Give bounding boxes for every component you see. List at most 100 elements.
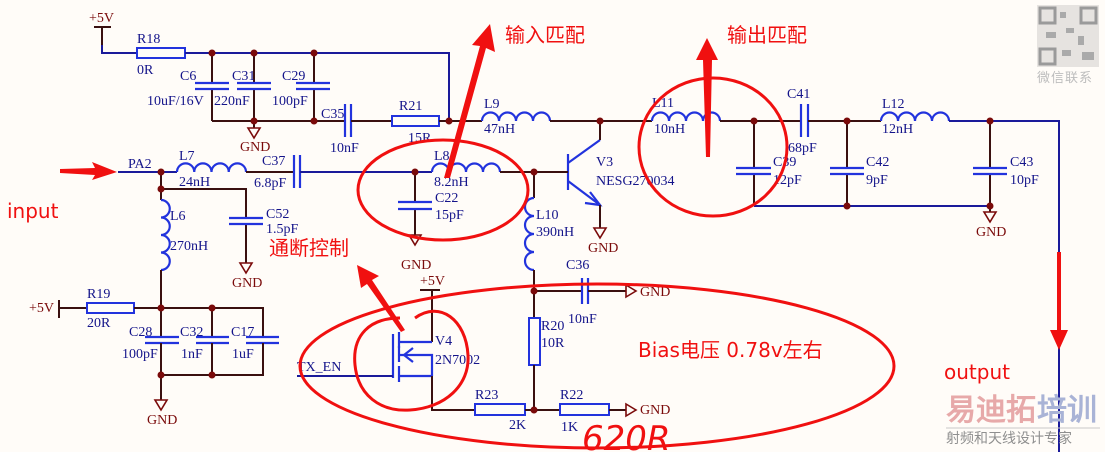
c28-value: 100pF [122, 347, 158, 362]
l7-ref: L7 [179, 149, 195, 164]
l9-ref: L9 [484, 97, 500, 112]
gnd-label: GND [640, 403, 670, 418]
qr-caption: 微信联系 [1037, 71, 1093, 86]
c32-ref: C32 [180, 325, 203, 340]
c36-ref: C36 [566, 258, 589, 273]
c6-ref: C6 [180, 69, 196, 84]
input-match-label: 输入匹配 [505, 23, 585, 47]
r18-value: 0R [137, 63, 154, 78]
inductor-l10 [523, 196, 535, 272]
watermark-brand-a: 易迪拓 [946, 393, 1036, 428]
c17-ref: C17 [231, 325, 254, 340]
vcc-left-label: +5V [29, 301, 54, 316]
c17-value: 1uF [232, 347, 254, 362]
c31-ref: C31 [232, 69, 255, 84]
watermark-tagline: 射频和天线设计专家 [946, 430, 1072, 447]
resistor-r19 [86, 302, 135, 314]
inductor-l12 [879, 111, 951, 122]
c29-ref: C29 [282, 69, 305, 84]
l10-value: 390nH [536, 225, 574, 240]
watermark-brand-b: 培训 [1037, 393, 1097, 428]
v3-value: NESG270034 [596, 174, 675, 189]
r23-value: 2K [509, 418, 526, 433]
l7-value: 24nH [179, 175, 210, 190]
c36-value: 10nF [568, 312, 597, 327]
v3-ref: V3 [596, 155, 613, 170]
v4-ref: V4 [435, 334, 452, 349]
r20-ref: R20 [541, 319, 564, 334]
switch-control-arrow [357, 265, 405, 332]
c22-ref: C22 [435, 191, 458, 206]
pa2-net-label: PA2 [128, 157, 152, 172]
c37-value: 6.8pF [254, 176, 287, 191]
ground-icon [592, 227, 608, 240]
tx-en-net-label: TX_EN [297, 360, 341, 375]
l11-value: 10nH [654, 122, 685, 137]
input-match-arrow [444, 24, 495, 178]
ground-icon [246, 127, 262, 140]
resistor-r20 [528, 317, 541, 366]
vcc-v4-label: +5V [420, 274, 445, 289]
c41-value: 68pF [788, 141, 817, 156]
gnd-label: GND [240, 140, 270, 155]
output-match-arrow [696, 38, 718, 157]
r18-ref: R18 [137, 32, 160, 47]
inductor-l7 [175, 162, 248, 173]
l6-ref: L6 [170, 209, 186, 224]
resistor-r22 [559, 403, 610, 416]
c37-ref: C37 [262, 154, 285, 169]
l10-ref: L10 [536, 208, 559, 223]
c29-value: 100pF [272, 94, 308, 109]
mosfet-v4 [391, 289, 475, 411]
ground-icon [153, 399, 169, 412]
bias-note: Bias电压 0.78v左右 [638, 338, 823, 362]
ground-icon [238, 262, 254, 275]
r19-ref: R19 [87, 287, 110, 302]
c22-value: 15pF [435, 208, 464, 223]
vcc-top-label: +5V [89, 11, 114, 26]
l8-value: 8.2nH [434, 175, 469, 190]
gnd-label: GND [588, 241, 618, 256]
c52-value: 1.5pF [266, 222, 299, 237]
inductor-l8 [430, 162, 502, 173]
ground-icon [625, 283, 638, 299]
v4-value: 2N7002 [435, 353, 480, 368]
input-arrow [60, 162, 117, 180]
r22-value: 1K [561, 420, 578, 435]
input-match-circle [356, 138, 530, 242]
resistor-r21 [391, 115, 440, 127]
input-label: input [7, 199, 59, 223]
output-arrow [1050, 252, 1068, 350]
output-match-label: 输出匹配 [727, 23, 807, 47]
c6-value: 10uF/16V [147, 94, 204, 109]
l8-ref: L8 [434, 149, 450, 164]
gnd-label: GND [232, 276, 262, 291]
output-label: output [944, 360, 1010, 384]
mosfet-hand-circle [353, 309, 470, 412]
junctions [157, 49, 994, 414]
bias-network-circle [298, 282, 896, 450]
c35-ref: C35 [321, 107, 344, 122]
l9-value: 47nH [484, 122, 515, 137]
gnd-label: GND [147, 413, 177, 428]
gnd-label: GND [401, 258, 431, 273]
l12-value: 12nH [882, 122, 913, 137]
c32-value: 1nF [181, 347, 203, 362]
inductor-l6 [160, 198, 171, 272]
resistor-r23 [474, 403, 526, 416]
ground-icon [625, 402, 638, 418]
inductor-l9 [480, 111, 552, 122]
c43-ref: C43 [1010, 155, 1033, 170]
qr-code [1037, 5, 1099, 67]
handwritten-620r: 620R [582, 419, 671, 452]
gnd-label: GND [976, 225, 1006, 240]
output-match-circle [637, 76, 789, 218]
r20-value: 10R [541, 336, 565, 351]
resistor-r18 [136, 47, 186, 59]
switch-control-label: 通断控制 [269, 236, 349, 260]
r21-ref: R21 [399, 99, 422, 114]
r22-ref: R22 [560, 388, 583, 403]
c52-ref: C52 [266, 207, 289, 222]
ground-icon [982, 211, 998, 224]
